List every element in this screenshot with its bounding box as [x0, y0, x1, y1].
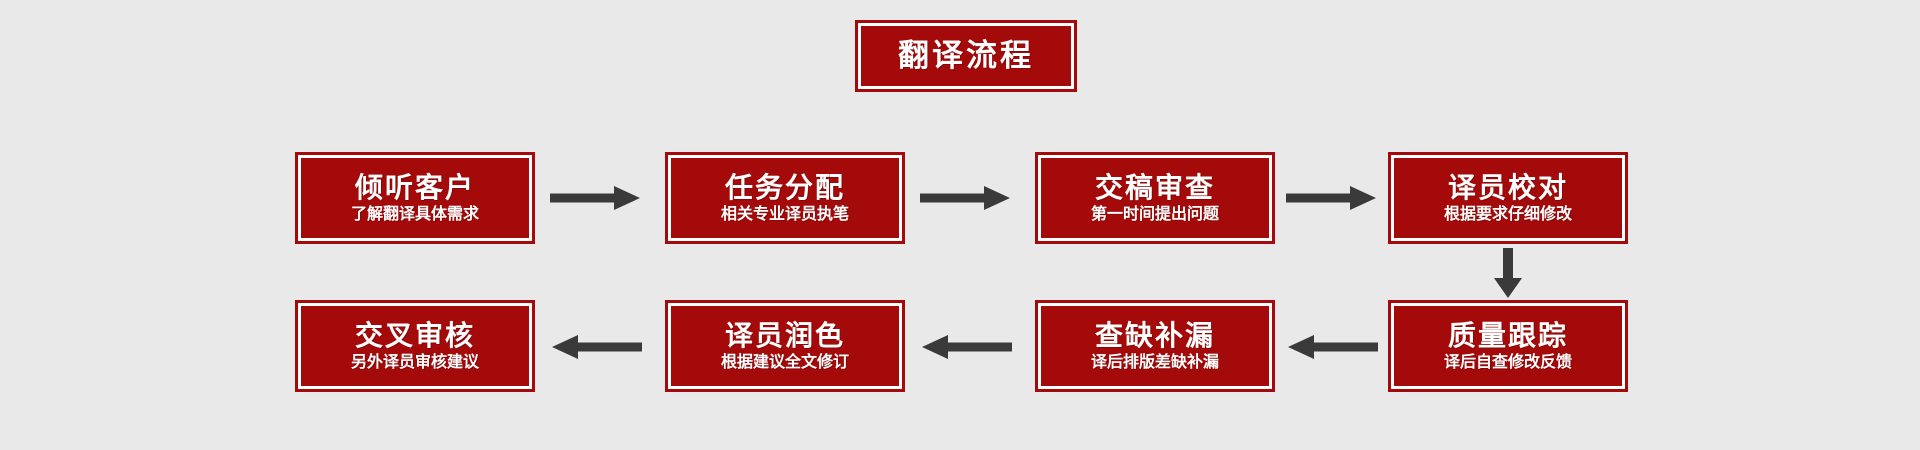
step-node-7-inner: 译员润色 根据建议全文修订: [668, 303, 902, 389]
step-node-6-inner: 查缺补漏 译后排版差缺补漏: [1038, 303, 1272, 389]
step-node-3-title: 交稿审查: [1094, 170, 1215, 204]
step-node-7-title: 译员润色: [724, 318, 845, 352]
step-node-4-title: 译员校对: [1447, 170, 1568, 204]
step-node-3: 交稿审查 第一时间提出问题: [1035, 152, 1275, 244]
step-node-4-inner: 译员校对 根据要求仔细修改: [1391, 155, 1625, 241]
step-node-2-inner: 任务分配 相关专业译员执笔: [668, 155, 902, 241]
step-node-8-subtitle: 另外译员审核建议: [350, 352, 479, 372]
step-node-5-title: 质量跟踪: [1447, 318, 1568, 352]
flowchart-title-text: 翻译流程: [898, 37, 1034, 74]
step-node-7-subtitle: 根据建议全文修订: [720, 352, 849, 372]
step-node-3-inner: 交稿审查 第一时间提出问题: [1038, 155, 1272, 241]
step-node-4: 译员校对 根据要求仔细修改: [1388, 152, 1628, 244]
step-node-3-subtitle: 第一时间提出问题: [1090, 204, 1219, 224]
step-node-5: 质量跟踪 译后自查修改反馈: [1388, 300, 1628, 392]
step-node-1: 倾听客户 了解翻译具体需求: [295, 152, 535, 244]
step-node-6-title: 查缺补漏: [1094, 318, 1215, 352]
step-node-2-title: 任务分配: [724, 170, 845, 204]
step-node-6: 查缺补漏 译后排版差缺补漏: [1035, 300, 1275, 392]
step-node-1-subtitle: 了解翻译具体需求: [350, 204, 479, 224]
step-node-8-title: 交叉审核: [354, 318, 475, 352]
arrow-right-icon-step3-step4: [1286, 186, 1376, 210]
arrow-right-icon-step1-step2: [550, 186, 640, 210]
flowchart-title-inner: 翻译流程: [858, 23, 1074, 89]
step-node-5-subtitle: 译后自查修改反馈: [1443, 352, 1572, 372]
step-node-6-subtitle: 译后排版差缺补漏: [1090, 352, 1219, 372]
flowchart-title-box: 翻译流程: [855, 20, 1077, 92]
step-node-1-title: 倾听客户: [354, 170, 475, 204]
step-node-7: 译员润色 根据建议全文修订: [665, 300, 905, 392]
step-node-2-subtitle: 相关专业译员执笔: [720, 204, 849, 224]
step-node-8: 交叉审核 另外译员审核建议: [295, 300, 535, 392]
arrow-right-icon-step2-step3: [920, 186, 1010, 210]
step-node-5-inner: 质量跟踪 译后自查修改反馈: [1391, 303, 1625, 389]
step-node-4-subtitle: 根据要求仔细修改: [1443, 204, 1572, 224]
arrow-left-icon-step7-step8: [552, 335, 642, 359]
arrow-left-icon-step5-step6: [1288, 335, 1378, 359]
arrow-left-icon-step6-step7: [922, 335, 1012, 359]
step-node-1-inner: 倾听客户 了解翻译具体需求: [298, 155, 532, 241]
step-node-8-inner: 交叉审核 另外译员审核建议: [298, 303, 532, 389]
step-node-2: 任务分配 相关专业译员执笔: [665, 152, 905, 244]
arrow-down-icon-step4-step5: [1494, 248, 1522, 298]
